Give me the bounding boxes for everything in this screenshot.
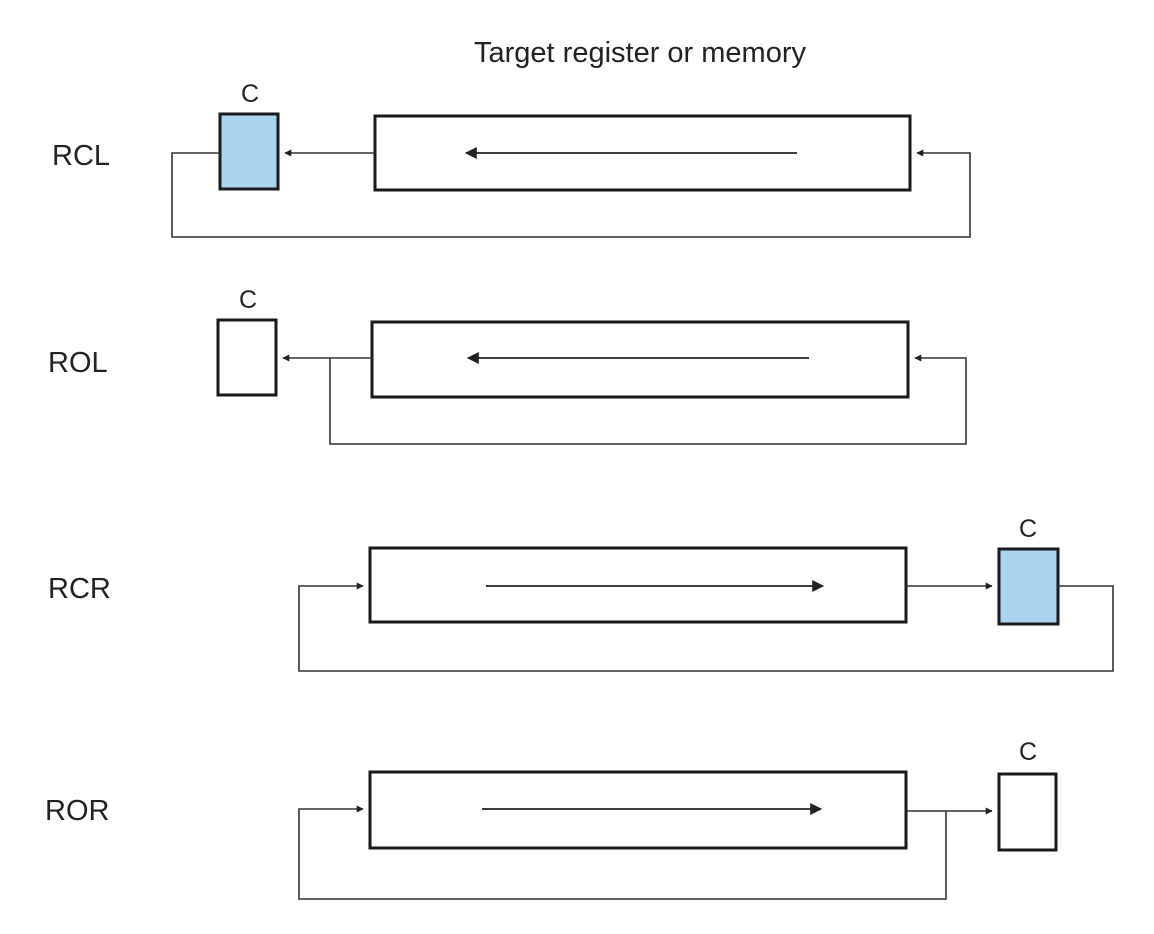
diagram-title: Target register or memory: [474, 37, 806, 69]
target-register-box-rcr: [368, 546, 908, 624]
op-label-ror: ROR: [45, 795, 109, 827]
op-label-rcr: RCR: [48, 573, 111, 605]
op-label-rcl: RCL: [52, 140, 110, 172]
msb-to-lsb-loop-rol: [329, 354, 967, 445]
carry-flag-box-rcr: [997, 547, 1060, 626]
lsb-to-msb-loop-ror: [298, 805, 947, 900]
carry-flag-box-ror: [997, 772, 1058, 852]
carry-to-lsb-loop-rcl: [171, 149, 971, 238]
carry-label-ror: C: [1019, 738, 1037, 766]
ror-group: ROR C: [45, 738, 1058, 900]
rol-group: ROL C: [48, 286, 967, 445]
rcr-group: RCR C: [48, 515, 1114, 672]
carry-label-rcr: C: [1019, 515, 1037, 543]
carry-label-rcl: C: [241, 80, 259, 108]
op-label-rol: ROL: [48, 347, 108, 379]
carry-flag-box-rcl: [218, 112, 280, 191]
carry-flag-box-rol: [216, 318, 278, 397]
carry-to-msb-loop-rcr: [298, 582, 1114, 672]
rcl-group: RCL C: [52, 80, 971, 238]
target-register-box-ror: [368, 770, 908, 850]
carry-label-rol: C: [239, 286, 257, 314]
target-register-box-rol: [370, 320, 910, 399]
